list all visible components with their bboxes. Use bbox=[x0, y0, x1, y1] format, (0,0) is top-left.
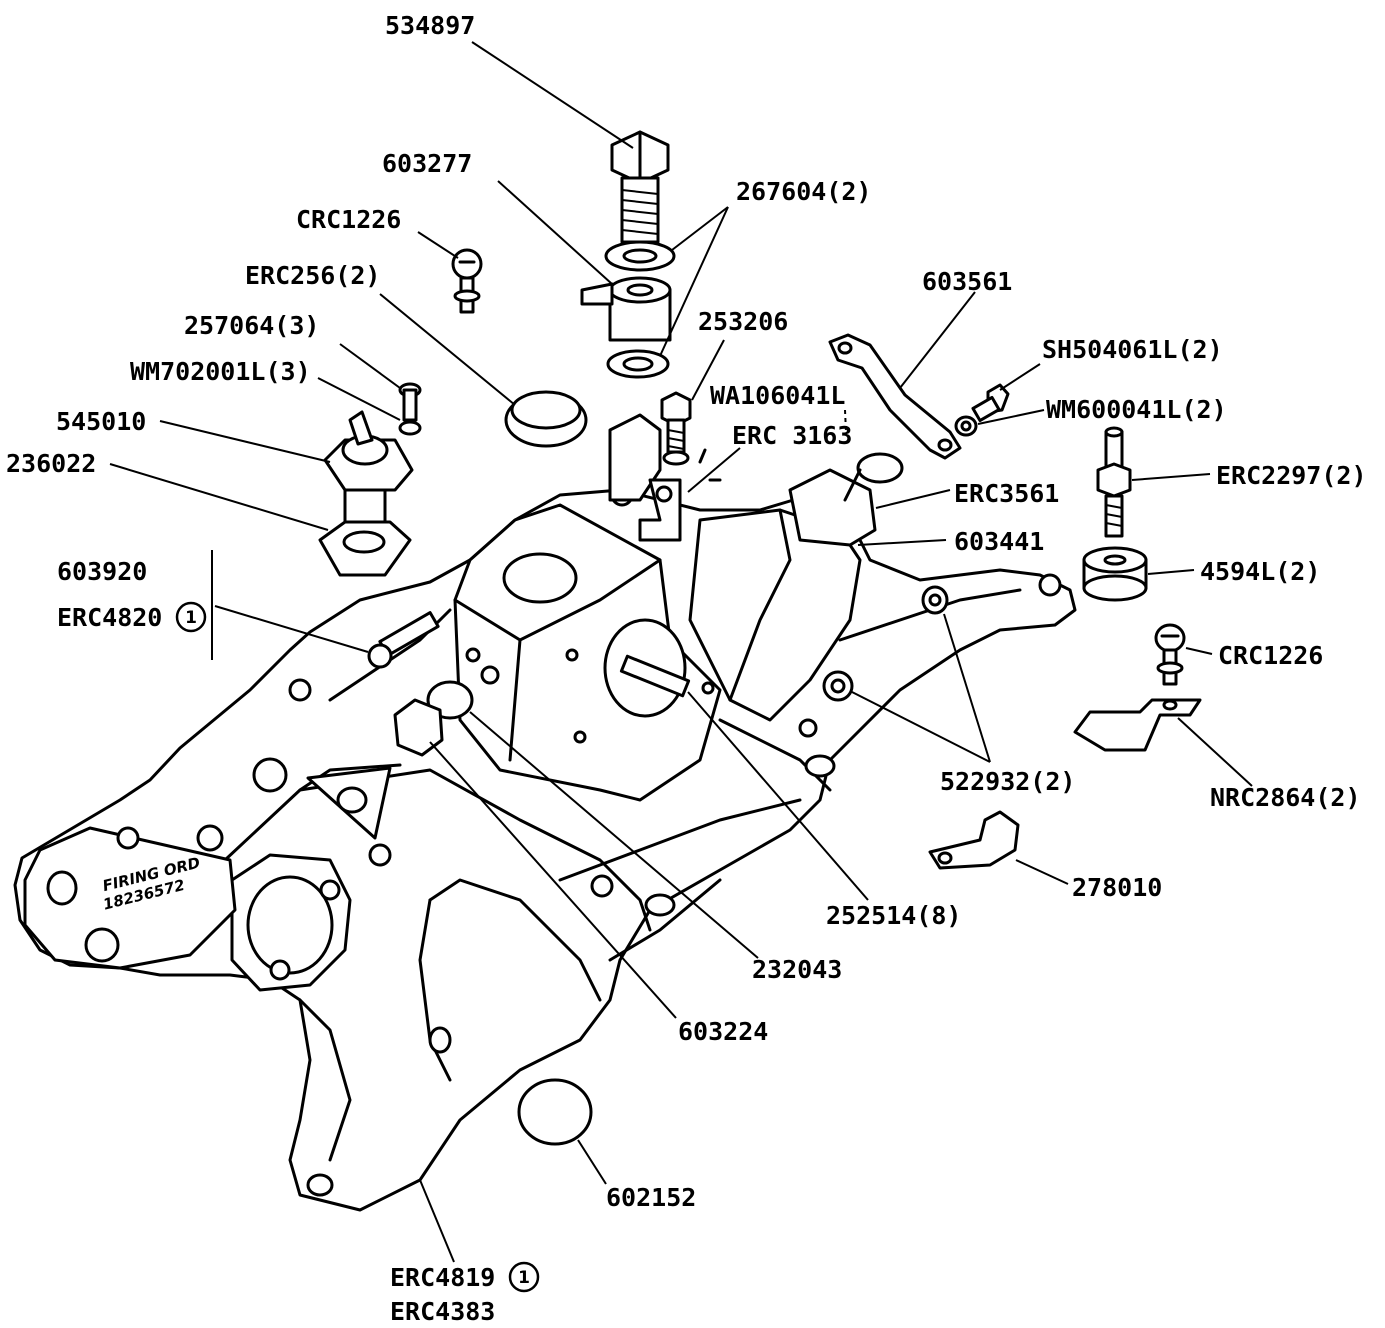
label-232043: 232043 bbox=[752, 955, 842, 984]
inlet-manifold-casting bbox=[13, 413, 1077, 1212]
bracket-nrc2864 bbox=[1073, 698, 1202, 752]
label-wm702001l: WM702001L(3) bbox=[130, 357, 311, 386]
bolt-603920 bbox=[367, 611, 440, 669]
plug-522932-b bbox=[822, 670, 854, 702]
label-603224: 603224 bbox=[678, 1017, 768, 1046]
label-252514: 252514(8) bbox=[826, 901, 961, 930]
label-nrc2864: NRC2864(2) bbox=[1210, 783, 1361, 812]
clip-crc1226-top bbox=[451, 248, 483, 314]
washer-wm702001l bbox=[398, 420, 422, 436]
label-236022: 236022 bbox=[6, 449, 96, 478]
label-253206: 253206 bbox=[698, 307, 788, 336]
plug-603224 bbox=[393, 680, 474, 757]
note-circle-erc4820: 1 bbox=[175, 601, 207, 633]
stud-252514 bbox=[619, 654, 691, 698]
label-wm600041l: WM600041L(2) bbox=[1046, 395, 1227, 424]
spacer-4594l bbox=[1082, 546, 1148, 602]
label-602152: 602152 bbox=[606, 1183, 696, 1212]
label-erc4820: ERC4820 bbox=[57, 603, 162, 632]
bolt-253206 bbox=[660, 391, 692, 466]
label-sh504061l: SH504061L(2) bbox=[1042, 335, 1223, 364]
label-534897: 534897 bbox=[385, 11, 475, 40]
core-plug-602152 bbox=[517, 1078, 593, 1146]
label-603920: 603920 bbox=[57, 557, 147, 586]
svg-text:1: 1 bbox=[518, 1268, 530, 1288]
housing-545010 bbox=[318, 410, 414, 577]
label-erc4383: ERC4383 bbox=[390, 1297, 495, 1326]
label-erc3163: ERC 3163 bbox=[732, 421, 852, 450]
bolt-534897 bbox=[610, 130, 670, 244]
ring-erc256 bbox=[504, 390, 588, 448]
label-erc2297: ERC2297(2) bbox=[1216, 461, 1367, 490]
label-278010: 278010 bbox=[1072, 873, 1162, 902]
label-603441: 603441 bbox=[954, 527, 1044, 556]
label-erc4819: ERC4819 bbox=[390, 1263, 495, 1292]
label-wa106041l: WA106041L bbox=[710, 381, 845, 410]
clip-278010 bbox=[928, 810, 1020, 870]
label-4594l: 4594L(2) bbox=[1200, 557, 1320, 586]
label-crc1226-top: CRC1226 bbox=[296, 205, 401, 234]
svg-text:1: 1 bbox=[185, 608, 197, 628]
label-522932: 522932(2) bbox=[940, 767, 1075, 796]
leader-lines bbox=[109, 41, 1253, 1263]
label-crc1226-right: CRC1226 bbox=[1218, 641, 1323, 670]
label-603561: 603561 bbox=[922, 267, 1012, 296]
clip-crc1226-right bbox=[1154, 623, 1186, 686]
stud-erc2297 bbox=[1096, 426, 1132, 538]
spacer-603277 bbox=[580, 276, 672, 342]
label-545010: 545010 bbox=[56, 407, 146, 436]
label-257064: 257064(3) bbox=[184, 311, 319, 340]
bracket-erc3163 bbox=[638, 448, 722, 542]
note-circle-erc4819: 1 bbox=[508, 1261, 540, 1293]
label-erc256: ERC256(2) bbox=[245, 261, 380, 290]
washer-267604-upper bbox=[604, 240, 676, 272]
plug-522932-a bbox=[921, 585, 949, 615]
screw-sh504061l bbox=[971, 383, 1010, 423]
screw-257064 bbox=[398, 382, 422, 422]
label-267604: 267604(2) bbox=[736, 177, 871, 206]
washer-wm600041l bbox=[954, 415, 978, 437]
washer-267604-lower bbox=[606, 349, 670, 379]
bracket-603561 bbox=[828, 333, 962, 460]
label-erc3561: ERC3561 bbox=[954, 479, 1059, 508]
label-603277: 603277 bbox=[382, 149, 472, 178]
